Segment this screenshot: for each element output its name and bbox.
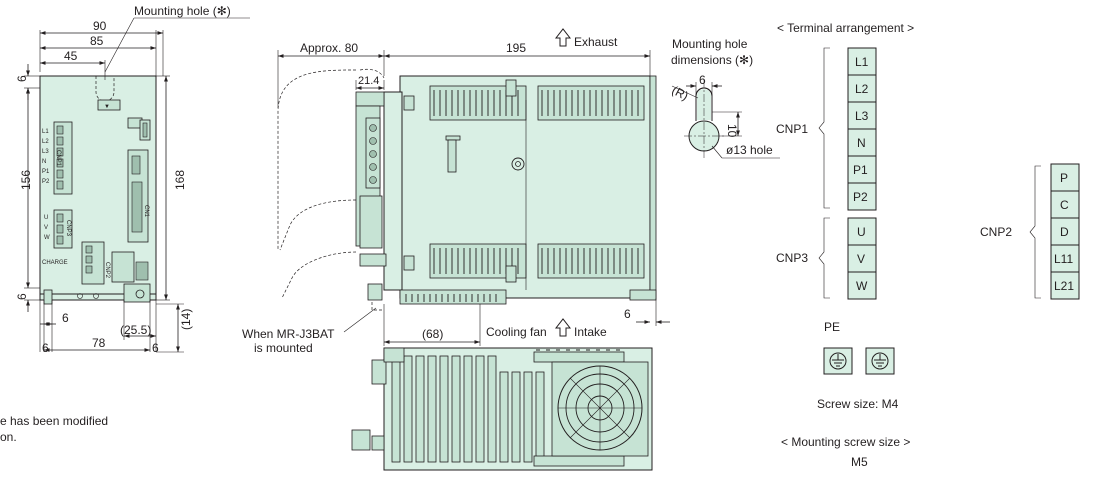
terminal-arrangement: < Terminal arrangement > CNP1 L1 L2 L3 N… xyxy=(776,21,1080,411)
front-term-l2: L2 xyxy=(42,139,49,145)
front-term-l3: L3 xyxy=(42,149,49,155)
cnp3-pin-v: V xyxy=(857,252,865,266)
front-dim-6-top: 6 xyxy=(15,75,29,82)
hole-title-line-1: Mounting hole xyxy=(672,37,748,51)
cnp1-pin-n: N xyxy=(857,136,866,150)
front-term-v: V xyxy=(44,225,48,231)
front-dim-6-right: 6 xyxy=(152,341,159,355)
front-term-w: W xyxy=(44,235,50,241)
side-cooling-fan-label: Cooling fan xyxy=(486,325,547,339)
cnp1-pin-p2: P2 xyxy=(853,190,868,204)
cnp1-pin-l2: L2 xyxy=(855,82,869,96)
cnp1-pin-l3: L3 xyxy=(855,109,869,123)
front-charge-label: CHARGE xyxy=(42,260,68,266)
hole-size-label: ø13 hole xyxy=(726,143,773,157)
battery-note-line-1: When MR-J3BAT xyxy=(242,327,335,341)
pe-ground-icon xyxy=(823,347,853,375)
front-dim-6-inner: 6 xyxy=(62,311,69,325)
hole-title-line-2: dimensions (✻) xyxy=(671,53,753,67)
bottom-slots xyxy=(391,355,545,463)
front-mounting-hole-label: Mounting hole (✻) xyxy=(134,4,231,18)
note-line-1: e has been modified xyxy=(0,414,108,428)
cnp3-pin-u: U xyxy=(857,225,866,239)
front-cn1-tag: CN1 xyxy=(143,205,149,218)
front-dim-168: 168 xyxy=(173,170,187,190)
front-view: ▼ L1 L2 L3 N P1 P2 CNP1 U V W CNP3 CHARG… xyxy=(15,4,250,355)
front-term-u: U xyxy=(44,215,48,221)
cnp1-pin-l1: L1 xyxy=(855,55,869,69)
cnp1-pin-p1: P1 xyxy=(853,163,868,177)
front-dim-45: 45 xyxy=(64,49,78,63)
side-connector-screws xyxy=(369,124,377,184)
cnp1-label: CNP1 xyxy=(776,122,808,136)
front-dim-25-5: (25.5) xyxy=(120,323,151,337)
front-cnp1-tag: CNP1 xyxy=(55,150,61,167)
pe-label: PE xyxy=(824,320,840,334)
battery-note-line-2: is mounted xyxy=(254,341,313,355)
cnp2-pin-c: C xyxy=(1060,198,1069,212)
cnp2-label: CNP2 xyxy=(980,225,1012,239)
front-dim-90: 90 xyxy=(93,19,107,33)
cnp2-pin-d: D xyxy=(1060,225,1069,239)
front-dim-6-bottom: 6 xyxy=(15,293,29,300)
front-term-n: N xyxy=(42,159,46,165)
front-cnp1-pins xyxy=(56,125,64,190)
side-exhaust-label: Exhaust xyxy=(574,35,618,49)
pe-screw-size: Screw size: M4 xyxy=(817,397,899,411)
side-dim-21-4: 21.4 xyxy=(358,75,379,87)
bottom-view xyxy=(351,347,653,471)
cnp2-pin-p: P xyxy=(1060,171,1068,185)
cnp2-pin-l11: L11 xyxy=(1054,252,1073,266)
front-term-p1: P1 xyxy=(42,169,50,175)
side-view: 21.4 Approx. 80 195 Exhaust Cooling fan … xyxy=(242,28,670,355)
front-dim-14: (14) xyxy=(179,309,193,330)
side-dim-68: (68) xyxy=(422,327,443,341)
side-approx-80: Approx. 80 xyxy=(300,41,358,55)
svg-text:▼: ▼ xyxy=(104,104,110,110)
front-cnp3-tag: CNP3 xyxy=(65,220,71,237)
front-term-l1: L1 xyxy=(42,129,49,135)
pe-ground-icon-2 xyxy=(865,347,895,375)
mounting-screw-value: M5 xyxy=(851,455,868,469)
hole-r-label: (R) xyxy=(669,83,690,103)
note-line-2: on. xyxy=(0,430,17,444)
front-dim-85: 85 xyxy=(90,34,104,48)
side-dim-6: 6 xyxy=(624,307,631,321)
mounting-screw-title: < Mounting screw size > xyxy=(781,435,910,449)
front-dim-6-left: 6 xyxy=(42,341,49,355)
front-dim-78: 78 xyxy=(92,336,106,350)
side-intake-label: Intake xyxy=(574,325,607,339)
side-dim-195: 195 xyxy=(506,41,526,55)
front-cnp2-tag: CNP2 xyxy=(104,262,110,279)
hole-dim-6: 6 xyxy=(699,73,706,87)
cnp2-pin-l21: L21 xyxy=(1054,279,1074,293)
cnp3-label: CNP3 xyxy=(776,251,808,265)
hole-dim-10: 10 xyxy=(725,124,739,138)
cnp3-pin-w: W xyxy=(856,279,868,293)
hole-detail: Mounting hole dimensions (✻) 6 (R) 10 ø1… xyxy=(669,37,780,159)
front-term-p2: P2 xyxy=(42,179,50,185)
terminal-title: < Terminal arrangement > xyxy=(777,21,914,35)
front-dim-156: 156 xyxy=(19,170,33,190)
